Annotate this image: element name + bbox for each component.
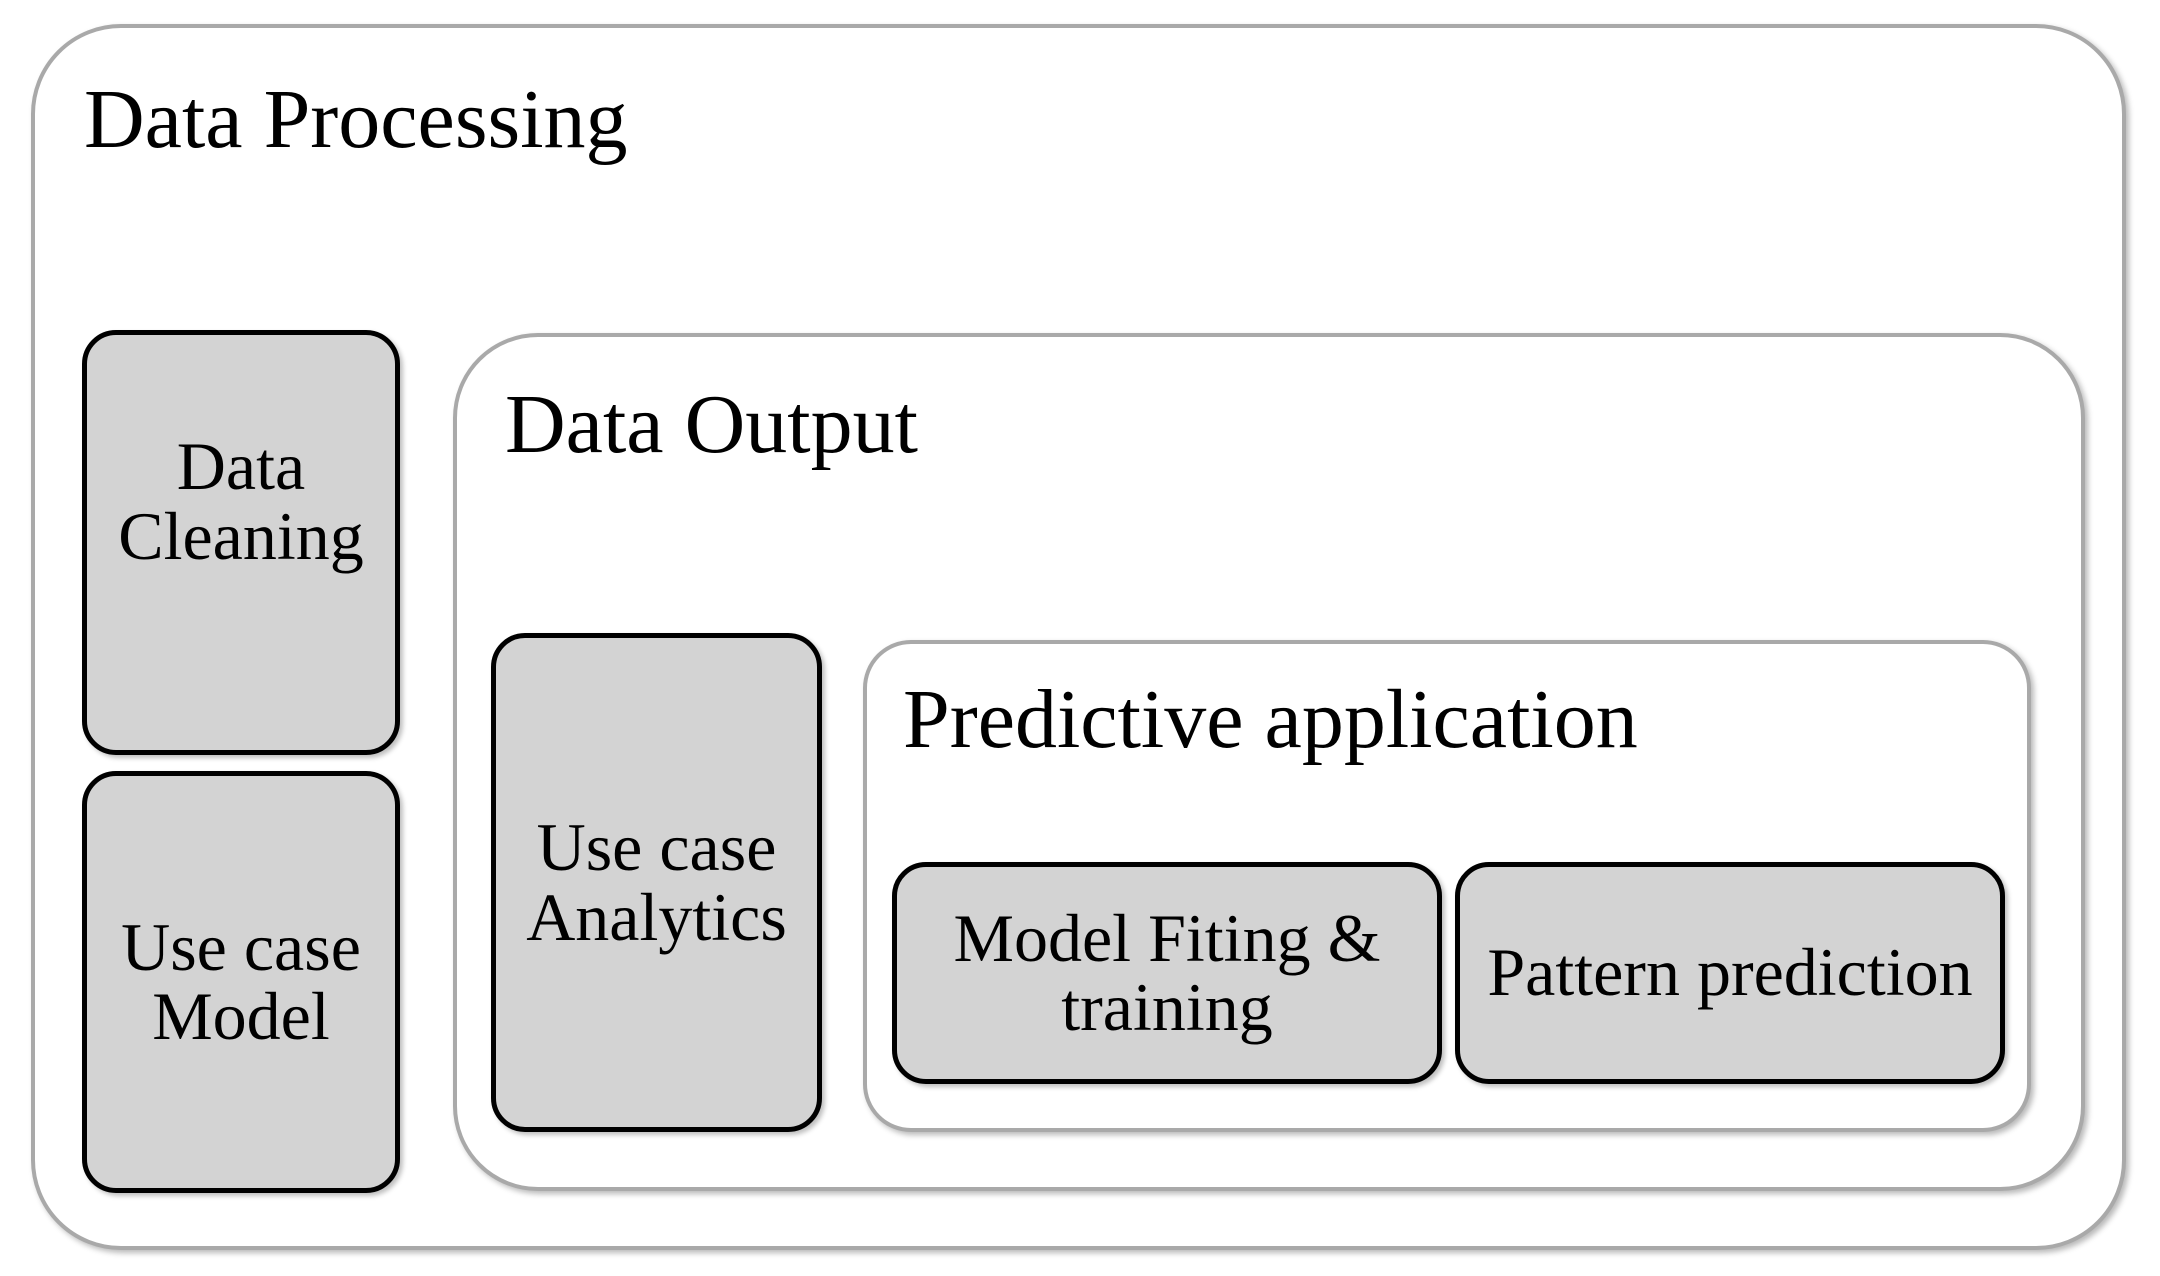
data-processing-title: Data Processing xyxy=(84,73,628,166)
data-cleaning-box: Data Cleaning xyxy=(82,330,400,755)
use-case-model-label-line1: Use case xyxy=(121,908,361,985)
use-case-analytics-label-line1: Use case xyxy=(536,809,777,886)
data-cleaning-label-line2: Cleaning xyxy=(118,497,364,574)
model-fitting-training-box: Model Fiting & training xyxy=(892,862,1442,1084)
use-case-model-box: Use case Model xyxy=(82,771,400,1193)
pattern-prediction-label: Pattern prediction xyxy=(1487,934,1973,1011)
model-fitting-label-line2: training xyxy=(1061,969,1273,1045)
data-output-title: Data Output xyxy=(505,378,918,471)
use-case-model-label-line2: Model xyxy=(152,978,330,1054)
use-case-analytics-box: Use case Analytics xyxy=(491,633,822,1132)
predictive-application-title: Predictive application xyxy=(903,673,1638,766)
pattern-prediction-box: Pattern prediction xyxy=(1455,862,2005,1084)
data-cleaning-label-line1: Data xyxy=(176,428,306,505)
model-fitting-label-line1: Model Fiting & xyxy=(953,899,1381,976)
use-case-analytics-label-line2: Analytics xyxy=(526,878,787,955)
